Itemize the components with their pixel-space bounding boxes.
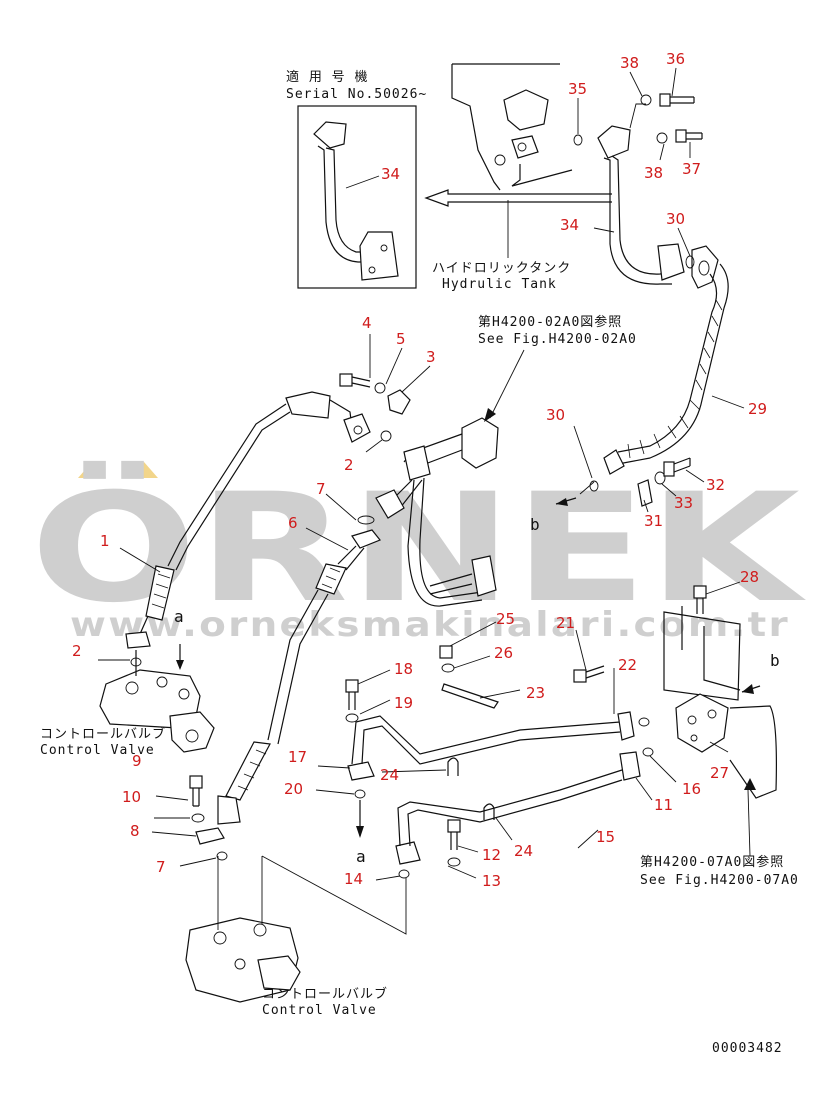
lower-pipes: a [345,645,654,879]
bracket-assembly: b [663,585,781,857]
hydraulic-tank: ハイドロリックタンク Hydrulic Tank [424,63,612,292]
part-label-11: 11 [654,796,673,814]
part-label-16: 16 [682,780,701,798]
part-label-35: 35 [568,80,587,98]
part-label-36: 36 [666,50,685,68]
caption-cv2-en: Control Valve [262,1003,377,1018]
part-label-7b: 7 [156,858,166,876]
part-label-7a: 7 [316,480,326,498]
caption-cv2-jp: コントロールバルブ [262,986,388,1002]
hose-6 [217,515,381,825]
part-label-2b: 2 [72,642,82,660]
caption-cv1-jp: コントロールバルブ [40,726,166,742]
caption-ref1-en: See Fig.H4200-02A0 [478,332,637,347]
part-label-5: 5 [396,330,406,348]
part-label-8: 8 [130,822,140,840]
part-label-32: 32 [706,476,725,494]
part-label-17: 17 [288,748,307,766]
part-label-21: 21 [556,614,575,632]
part-label-2a: 2 [344,456,354,474]
watermark-accent-right [130,462,158,478]
hose-29: b [530,263,729,534]
hose-1 [125,373,411,667]
part-label-33: 33 [674,494,693,512]
marker-b-right: b [770,651,781,670]
part-label-31: 31 [644,512,663,530]
part-label-12: 12 [482,846,501,864]
control-valve-lower: コントロールバルブ Control Valve [185,851,407,1018]
part-label-4: 4 [362,314,372,332]
part-label-22: 22 [618,656,637,674]
part-label-24b: 24 [514,842,533,860]
watermark: ÖRNEK www.orneksmakinalari.com.tr [30,460,806,645]
part-label-20: 20 [284,780,303,798]
part-label-9: 9 [132,752,142,770]
caption-cv1-en: Control Valve [40,743,155,758]
part-label-24a: 24 [380,766,399,784]
part-label-10: 10 [122,788,141,806]
central-tube-assembly [375,417,499,607]
caption-ref2-en: See Fig.H4200-07A0 [640,873,799,888]
caption-ref2-jp: 第H4200-07A0図参照 [640,854,784,870]
part-label-29: 29 [748,400,767,418]
part-labels: 38 36 35 38 37 34 30 29 30 32 33 31 28 4… [72,50,767,890]
watermark-url: www.orneksmakinalari.com.tr [70,605,790,645]
reference-fig-07: 第H4200-07A0図参照 See Fig.H4200-07A0 [640,854,799,888]
caption-ref1-jp: 第H4200-02A0図参照 [478,314,622,330]
part-label-27: 27 [710,764,729,782]
suction-tube-assembly [597,93,719,289]
caption-serial-en: Serial No.50026~ [286,87,427,102]
reference-fig-02: 第H4200-02A0図参照 See Fig.H4200-02A0 [478,314,637,422]
part-label-34b: 34 [560,216,579,234]
caption-serial-jp: 適 用 号 機 [286,69,368,85]
part-label-6: 6 [288,514,298,532]
caption-tank-en: Hydrulic Tank [442,277,557,292]
part-label-3: 3 [426,348,436,366]
part-label-26: 26 [494,644,513,662]
part-label-38a: 38 [620,54,639,72]
marker-a-lower: a [356,847,367,866]
part-label-30a: 30 [666,210,685,228]
part-label-23: 23 [526,684,545,702]
caption-tank-jp: ハイドロリックタンク [432,261,571,276]
part-label-15: 15 [596,828,615,846]
part-label-18: 18 [394,660,413,678]
part-label-13: 13 [482,872,501,890]
watermark-accent-left [78,462,106,478]
part-label-14: 14 [344,870,363,888]
marker-a-upper: a [174,607,185,626]
drawing-number: 00003482 [712,1041,783,1056]
leader-lines [98,67,745,881]
part-label-19: 19 [394,694,413,712]
part-label-37: 37 [682,160,701,178]
part-label-25: 25 [496,610,515,628]
part-label-28: 28 [740,568,759,586]
part-label-34: 34 [381,165,400,183]
part-label-1: 1 [100,532,110,550]
inset-serial: 適 用 号 機 Serial No.50026~ 34 [286,69,427,289]
part-label-30b: 30 [546,406,565,424]
marker-b-left: b [530,515,541,534]
fasteners-left [189,775,225,845]
control-valve-upper: a コントロールバルブ Control Valve [40,607,215,758]
part-label-38b: 38 [644,164,663,182]
